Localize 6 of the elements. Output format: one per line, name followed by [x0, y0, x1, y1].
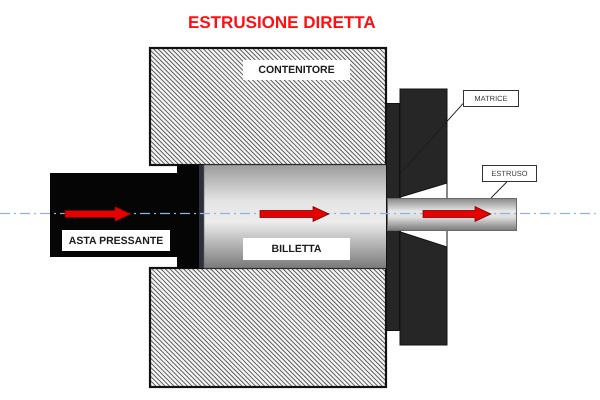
part-label: CONTENITORE — [243, 60, 350, 80]
part-label: BILLETTA — [243, 238, 350, 260]
leader-line — [400, 103, 464, 174]
diagram-title: ESTRUSIONE DIRETTA — [188, 13, 376, 33]
part-label: ASTA PRESSANTE — [62, 230, 170, 251]
leader-line — [490, 182, 508, 198]
